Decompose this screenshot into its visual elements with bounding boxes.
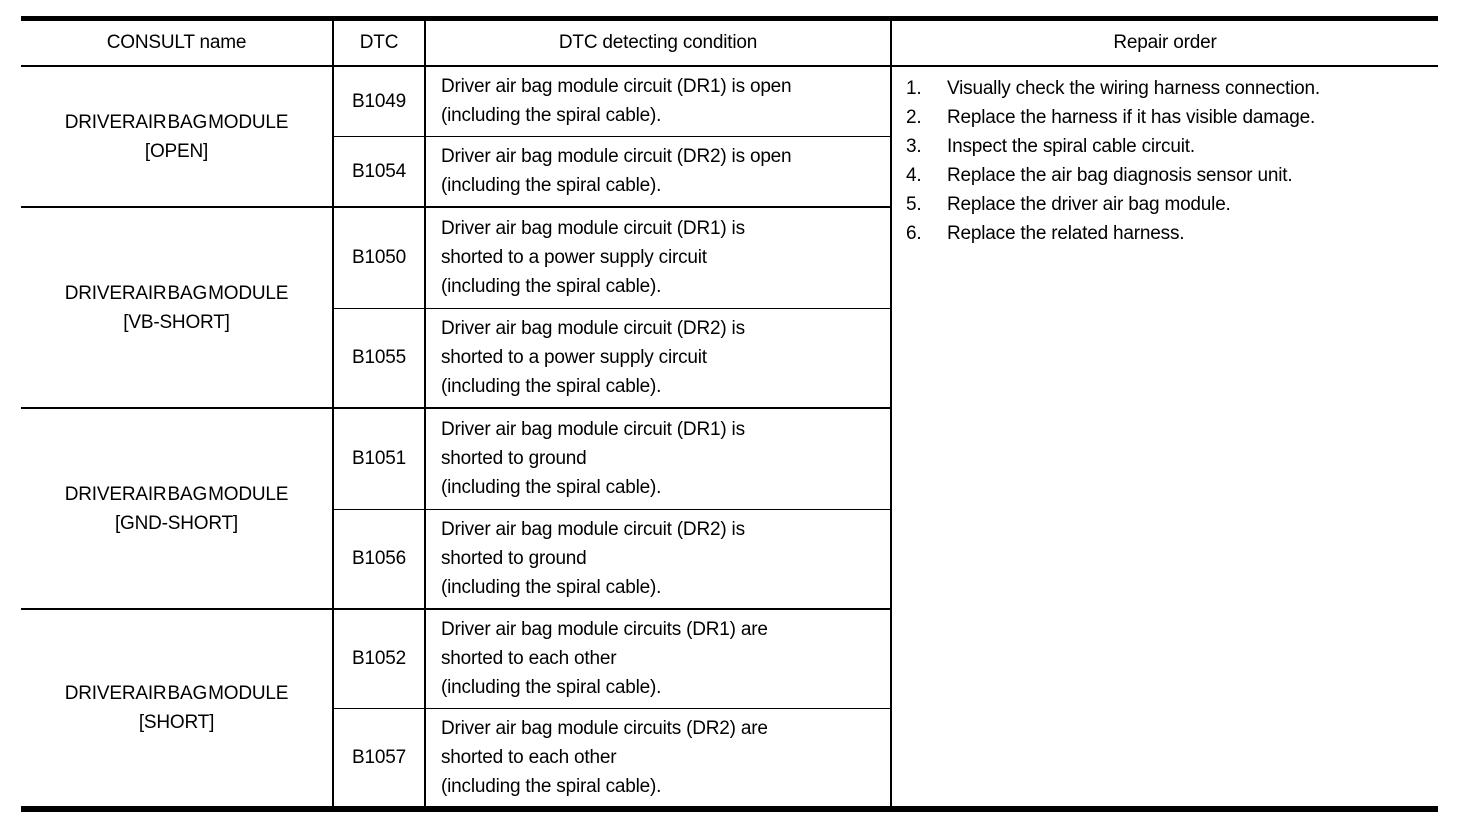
consult-name-cell: DRIVER AIR BAG MODULE [OPEN] [21,66,333,208]
repair-step: 5. Replace the driver air bag module. [892,190,1438,219]
dtc-cell: B1051 [332,408,425,510]
table-row: DRIVER AIR BAG MODULE [SHORT] B1052 Driv… [21,609,1438,810]
table-row: B1055 Driver air bag module circuit (DR2… [21,308,1438,409]
consult-name-cell: DRIVER AIR BAG MODULE [SHORT] [21,609,333,810]
table-header-row: CONSULT name DTC DTC detecting condition… [21,18,1438,67]
dtc-cell: B1056 [332,509,425,610]
table-row: B1057 Driver air bag module circuits (DR… [21,708,1438,809]
dtc-cell: B1049 [332,66,425,137]
dtc-cell: B1050 [332,207,425,309]
repair-step-text: Replace the related harness. [947,223,1185,244]
header-consult-name: CONSULT name [21,18,333,67]
dtc-cell: B1055 [332,308,425,409]
condition-cell: Driver air bag module circuit (DR2) is s… [424,308,891,409]
table-row: DRIVER AIR BAG MODULE [VB-SHORT] B1050 D… [21,207,1438,409]
condition-cell: Driver air bag module circuit (DR1) is o… [424,66,891,137]
table-row: DRIVER AIR BAG MODULE [OPEN] B1049 Drive… [21,66,1438,809]
table-row: DRIVER AIR BAG MODULE [GND-SHORT] B1051 … [21,408,1438,610]
repair-step: 6. Replace the related harness. [892,219,1438,248]
condition-cell: Driver air bag module circuit (DR2) is s… [424,509,891,610]
repair-step: 4. Replace the air bag diagnosis sensor … [892,161,1438,190]
repair-step-number: 1. [906,78,922,99]
condition-cell: Driver air bag module circuit (DR1) is s… [424,207,891,309]
repair-step-number: 6. [906,223,922,244]
repair-step: 2. Replace the harness if it has visible… [892,103,1438,132]
header-repair-order: Repair order [890,18,1438,67]
repair-step-number: 4. [906,165,922,186]
dtc-cell: B1057 [332,708,425,809]
table-row: B1054 Driver air bag module circuit (DR2… [21,136,1438,208]
consult-name-cell: DRIVER AIR BAG MODULE [VB-SHORT] [21,207,333,409]
header-condition: DTC detecting condition [424,18,891,67]
dtc-table: CONSULT name DTC DTC detecting condition… [21,16,1438,812]
repair-step-text: Replace the air bag diagnosis sensor uni… [947,165,1293,186]
condition-cell: Driver air bag module circuit (DR2) is o… [424,136,891,208]
repair-step-number: 5. [906,194,922,215]
consult-name-cell: DRIVER AIR BAG MODULE [GND-SHORT] [21,408,333,610]
condition-cell: Driver air bag module circuits (DR2) are… [424,708,891,809]
repair-step: 3. Inspect the spiral cable circuit. [892,132,1438,161]
repair-step-text: Replace the harness if it has visible da… [947,107,1316,128]
repair-step: 1. Visually check the wiring harness con… [892,74,1438,103]
repair-step-number: 3. [906,136,922,157]
repair-step-text: Visually check the wiring harness connec… [947,78,1320,99]
dtc-cell: B1052 [332,609,425,709]
table-row: B1056 Driver air bag module circuit (DR2… [21,509,1438,610]
repair-step-text: Inspect the spiral cable circuit. [947,136,1195,157]
repair-step-number: 2. [906,107,922,128]
repair-step-text: Replace the driver air bag module. [947,194,1231,215]
dtc-cell: B1054 [332,136,425,208]
header-dtc: DTC [332,18,425,67]
repair-order-cell: 1. Visually check the wiring harness con… [890,66,1438,809]
condition-cell: Driver air bag module circuit (DR1) is s… [424,408,891,510]
condition-cell: Driver air bag module circuits (DR1) are… [424,609,891,709]
